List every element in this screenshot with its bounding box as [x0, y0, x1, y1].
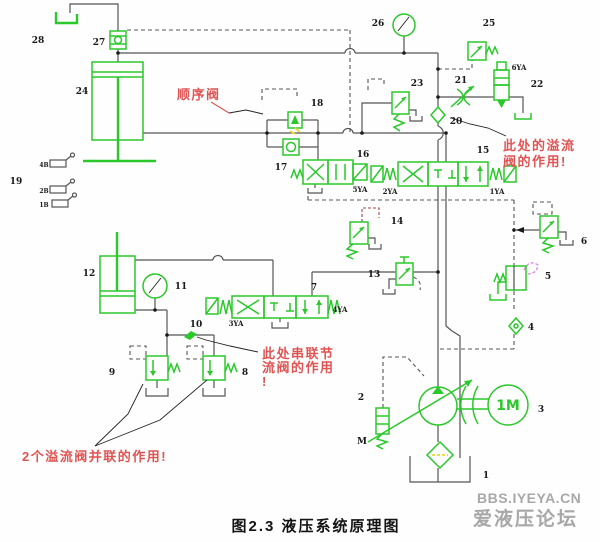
hook-28: [54, 12, 79, 25]
label-7: 7: [311, 283, 317, 293]
annotation-relief-here-line2: 阀的作用!: [503, 154, 567, 169]
sequence-valve-18: [287, 111, 303, 135]
throttle-valve-10: [184, 331, 197, 340]
relief-valve-9: [145, 355, 181, 381]
check-valve-20: [430, 105, 446, 125]
label-1m: 1M: [496, 398, 520, 414]
label-17: 17: [275, 163, 288, 173]
relief-valve-8: [202, 355, 238, 381]
label-switch-b: 2B: [39, 188, 48, 195]
label-13: 13: [368, 270, 381, 280]
check-valve-17: [282, 138, 300, 156]
label-3ya: 3YA: [229, 319, 244, 328]
label-14: 14: [391, 217, 404, 227]
label-25: 25: [483, 19, 496, 29]
unloader-valve-2: [375, 407, 390, 450]
watermark-site: BBS.IYEYA.CN: [477, 490, 581, 506]
annotation-relief-here: 此处的溢流 阀的作用!: [450, 117, 576, 169]
label-27: 27: [93, 38, 106, 48]
pilot-valve-5: [489, 265, 527, 301]
label-28: 28: [32, 36, 45, 46]
directional-valve-16: [290, 159, 368, 185]
label-5ya: 5YA: [353, 185, 368, 194]
throttle-valve-21: [450, 85, 475, 108]
junction-dots: [116, 51, 516, 337]
label-16: 16: [357, 150, 370, 160]
label-m: M: [357, 437, 367, 447]
figure-caption: 图2.3 液压系统原理图: [231, 517, 400, 535]
component-labels: 28 27 24 26 25 23 21 22 6YA 20 18 17 16 …: [10, 19, 587, 481]
label-4: 4: [528, 323, 534, 333]
relief-valve-14: [345, 221, 369, 260]
solenoid-valve-22: [493, 61, 532, 120]
label-21: 21: [455, 76, 468, 86]
label-6ya: 6YA: [512, 63, 527, 72]
label-1ya: 1YA: [490, 187, 505, 196]
motor-1m: [457, 384, 529, 426]
filter-1: [425, 440, 455, 470]
annotation-series-throttle: 此处串联节 流阀的作用 !: [196, 336, 335, 389]
annotation-parallel-relief: 2个溢流阀并联的作用!: [22, 379, 208, 464]
label-9: 9: [109, 368, 115, 378]
annotation-sequence-valve: 顺序阀: [177, 87, 264, 115]
pilot-lines: [127, 29, 553, 408]
label-18: 18: [311, 99, 324, 109]
relief-valve-6: [539, 215, 559, 254]
relief-valve-23: [391, 91, 410, 132]
label-6: 6: [581, 237, 587, 247]
cylinder-12: [99, 232, 136, 314]
annotation-series-throttle-line2: 流阀的作用: [262, 360, 335, 375]
limit-switches-19: [49, 152, 78, 208]
label-4ya: 4YA: [333, 305, 348, 314]
label-26: 26: [372, 19, 385, 29]
label-2: 2: [358, 393, 364, 403]
label-22: 22: [531, 80, 544, 90]
pressure-switch-25: [467, 41, 499, 61]
label-switch-a: 4B: [39, 162, 48, 169]
annotation-relief-here-line1: 此处的溢流: [503, 138, 576, 153]
watermark-forum: 爱液压论坛: [473, 507, 578, 530]
label-2ya: 2YA: [383, 187, 398, 196]
label-3: 3: [538, 405, 544, 415]
annotation-series-throttle-line1: 此处串联节: [262, 346, 335, 361]
label-switch-c: 1B: [39, 202, 48, 209]
label-5: 5: [545, 272, 551, 282]
label-12: 12: [83, 269, 96, 279]
label-8: 8: [242, 368, 248, 378]
label-10: 10: [190, 320, 203, 330]
label-15: 15: [477, 146, 490, 156]
label-24: 24: [76, 87, 89, 97]
pressure-valve-13: [395, 256, 414, 286]
check-valve-4: [508, 316, 524, 336]
variable-pump: [367, 379, 473, 443]
label-20: 20: [450, 117, 463, 127]
pipe-lines: [69, 3, 574, 483]
annotation-series-throttle-line3: !: [262, 374, 268, 389]
directional-valve-15: [370, 161, 517, 187]
annotation-sequence-valve-text: 顺序阀: [177, 87, 221, 102]
directional-valve-7: [205, 295, 341, 319]
label-11: 11: [175, 282, 188, 292]
check-throttle-27: [109, 30, 127, 50]
pressure-gauge-26: [392, 13, 416, 37]
pressure-gauge-11: [142, 273, 168, 299]
label-23: 23: [411, 79, 424, 89]
label-1: 1: [483, 471, 489, 481]
label-19: 19: [10, 177, 23, 187]
cylinder-24: [83, 61, 156, 163]
annotation-parallel-relief-text: 2个溢流阀并联的作用!: [22, 449, 167, 464]
